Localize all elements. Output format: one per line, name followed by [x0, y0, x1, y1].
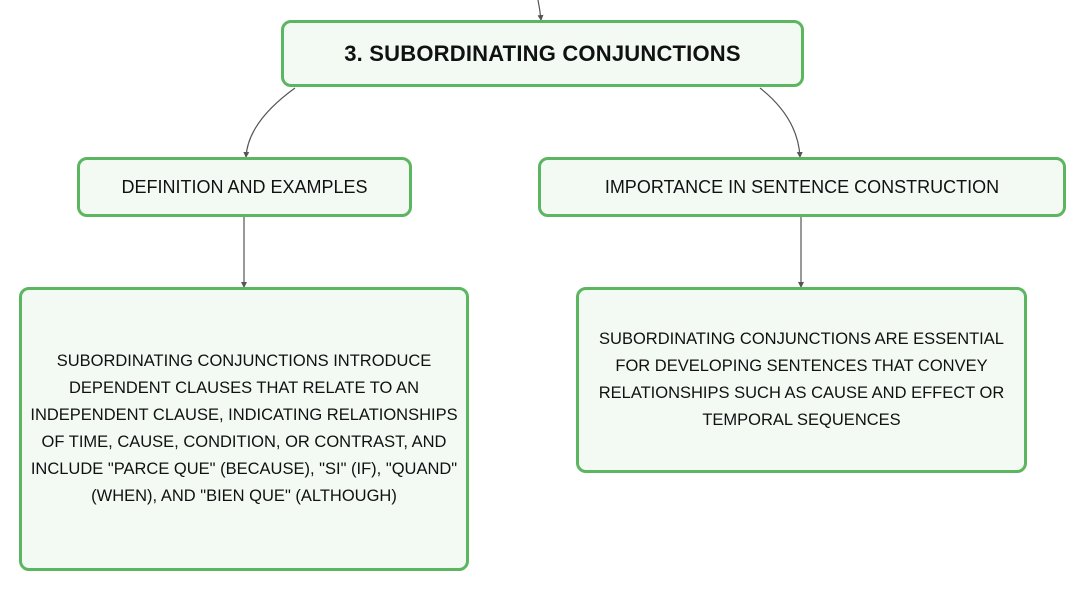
connector-parent-to-root	[537, 0, 544, 21]
detail-node-importance-text: SUBORDINATING CONJUNCTIONS ARE ESSENTIAL…	[598, 330, 1005, 429]
branch-node-importance[interactable]: IMPORTANCE IN SENTENCE CONSTRUCTION	[538, 157, 1066, 217]
root-node-label: 3. SUBORDINATING CONJUNCTIONS	[344, 40, 741, 66]
detail-node-definition-text: SUBORDINATING CONJUNCTIONS INTRODUCE DEP…	[30, 352, 458, 505]
branch-node-definition-label: DEFINITION AND EXAMPLES	[121, 176, 368, 197]
branch-node-importance-label: IMPORTANCE IN SENTENCE CONSTRUCTION	[604, 176, 1000, 197]
root-node[interactable]: 3. SUBORDINATING CONJUNCTIONS	[281, 20, 804, 87]
connector-root-to-definition	[243, 87, 296, 158]
detail-node-definition[interactable]: SUBORDINATING CONJUNCTIONS INTRODUCE DEP…	[19, 287, 469, 571]
connector-root-to-importance	[759, 87, 803, 158]
detail-node-importance[interactable]: SUBORDINATING CONJUNCTIONS ARE ESSENTIAL…	[576, 287, 1027, 473]
branch-node-definition[interactable]: DEFINITION AND EXAMPLES	[77, 157, 412, 217]
